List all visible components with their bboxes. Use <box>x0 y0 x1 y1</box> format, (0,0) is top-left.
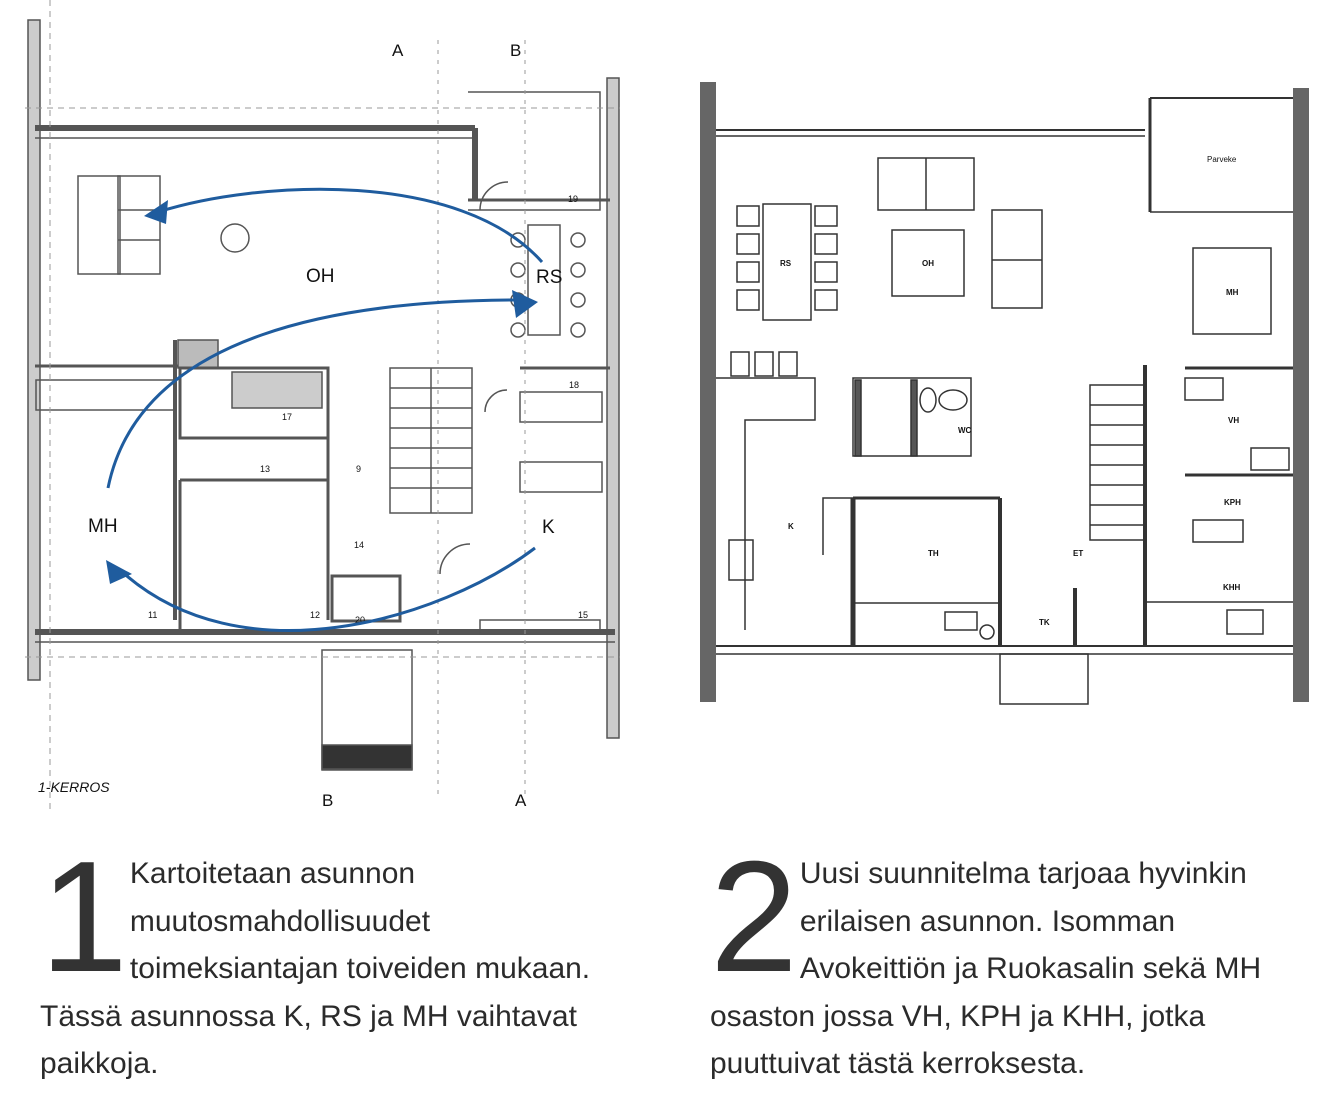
original-plan-room-labels: OH RS MH K <box>88 266 562 538</box>
arrow-heads <box>106 200 538 584</box>
new-floor-plan: Parveke RS OH MH VH WC KPH K TH ET KHH T… <box>700 82 1309 705</box>
room-number: 19 <box>568 194 578 204</box>
new-plan-room-labels: Parveke RS OH MH VH WC KPH K TH ET KHH T… <box>780 155 1241 627</box>
original-plan-grid <box>25 0 620 810</box>
caption-step-2: 2 Uusi suunnitelma tarjoaa hyvinkin eril… <box>710 829 1320 1088</box>
room-label-k: K <box>542 517 555 538</box>
section-mark-b-top: B <box>510 41 521 60</box>
section-mark-a-bottom: A <box>515 791 527 810</box>
section-mark-b-bottom: B <box>322 791 333 810</box>
step-number-2: 2 <box>710 829 798 1005</box>
section-marks: A B B A <box>322 41 527 810</box>
room-label-th: TH <box>928 549 939 558</box>
room-number: 14 <box>354 540 364 550</box>
room-label-et: ET <box>1073 549 1083 558</box>
room-label-wc: WC <box>958 426 972 435</box>
room-label-kph: KPH <box>1224 498 1241 507</box>
new-plan-walls <box>716 97 1293 705</box>
original-plan-walls <box>27 19 620 771</box>
section-mark-a-top: A <box>392 41 404 60</box>
room-label-mh: MH <box>1226 288 1239 297</box>
caption-text-2: Uusi suunnitelma tarjoaa hyvinkin erilai… <box>710 857 1262 1080</box>
room-label-tk: TK <box>1039 618 1050 627</box>
room-label-oh: OH <box>922 259 934 268</box>
room-number: 17 <box>282 412 292 422</box>
step-number-1: 1 <box>40 829 128 1005</box>
room-label-rs: RS <box>780 259 792 268</box>
room-number: 13 <box>260 464 270 474</box>
room-number: 11 <box>148 610 157 620</box>
room-label-mh: MH <box>88 516 118 537</box>
original-floor-plan: 19 18 17 13 9 14 11 12 20 15 A B B A 1-K… <box>25 0 620 810</box>
room-label-vh: VH <box>1228 416 1239 425</box>
original-plan-room-numbers: 19 18 17 13 9 14 11 12 20 15 <box>148 194 588 625</box>
room-label-parveke: Parveke <box>1207 155 1237 164</box>
room-label-k: K <box>788 522 794 531</box>
caption-step-1: 1 Kartoitetaan asunnon muutosmahdollisuu… <box>40 829 640 1088</box>
room-label-khh: KHH <box>1223 583 1241 592</box>
room-number: 15 <box>578 610 588 620</box>
room-number: 20 <box>355 615 365 625</box>
new-plan-walls-solid <box>700 82 1309 702</box>
room-number: 12 <box>310 610 320 620</box>
move-arrows <box>106 187 544 633</box>
room-number: 9 <box>356 464 361 474</box>
room-label-rs: RS <box>536 267 562 288</box>
floor-label: 1-KERROS <box>38 779 110 795</box>
caption-text-1: Kartoitetaan asunnon muutosmahdollisuude… <box>40 857 591 1080</box>
room-number: 18 <box>569 380 579 390</box>
room-label-oh: OH <box>306 266 335 287</box>
